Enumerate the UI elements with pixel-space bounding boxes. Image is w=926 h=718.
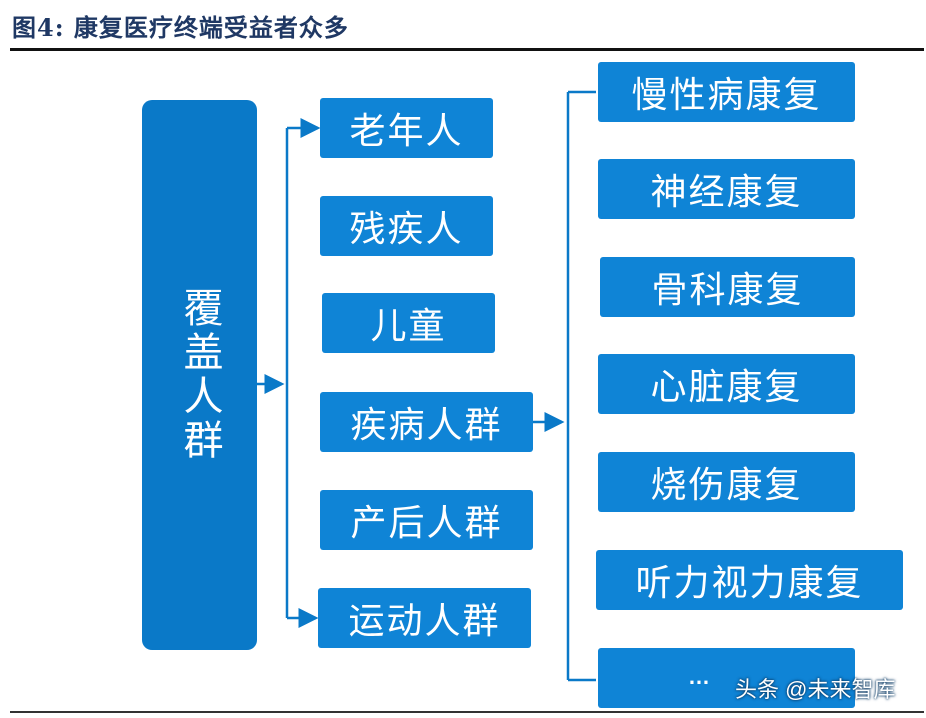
rehab-box-neuro: 神经康复 xyxy=(598,159,855,219)
group-box-disease: 疾病人群 xyxy=(320,392,533,452)
root-box: 覆盖人群 xyxy=(142,100,257,650)
group-box-elderly: 老年人 xyxy=(320,98,493,158)
rehab-box-burn: 烧伤康复 xyxy=(598,452,855,512)
root-label: 覆盖人群 xyxy=(176,287,223,463)
more-ellipsis: … xyxy=(688,664,712,689)
rehab-box-chronic: 慢性病康复 xyxy=(598,62,855,122)
rehab-box-hearing-vision: 听力视力康复 xyxy=(596,550,903,610)
watermark: 头条 @未来智库 xyxy=(735,677,896,702)
rehab-box-ortho: 骨科康复 xyxy=(600,257,855,317)
group-box-disabled: 残疾人 xyxy=(320,196,493,256)
group-box-children: 儿童 xyxy=(322,293,495,353)
figure-title: 图4: 康复医疗终端受益者众多 xyxy=(12,13,349,42)
rehab-box-cardiac: 心脏康复 xyxy=(598,354,855,414)
group-box-postpartum: 产后人群 xyxy=(320,490,533,550)
title-divider xyxy=(10,48,924,51)
bottom-divider xyxy=(10,711,924,713)
group-box-sports: 运动人群 xyxy=(318,588,531,648)
rehab-box-more: … xyxy=(598,648,855,708)
